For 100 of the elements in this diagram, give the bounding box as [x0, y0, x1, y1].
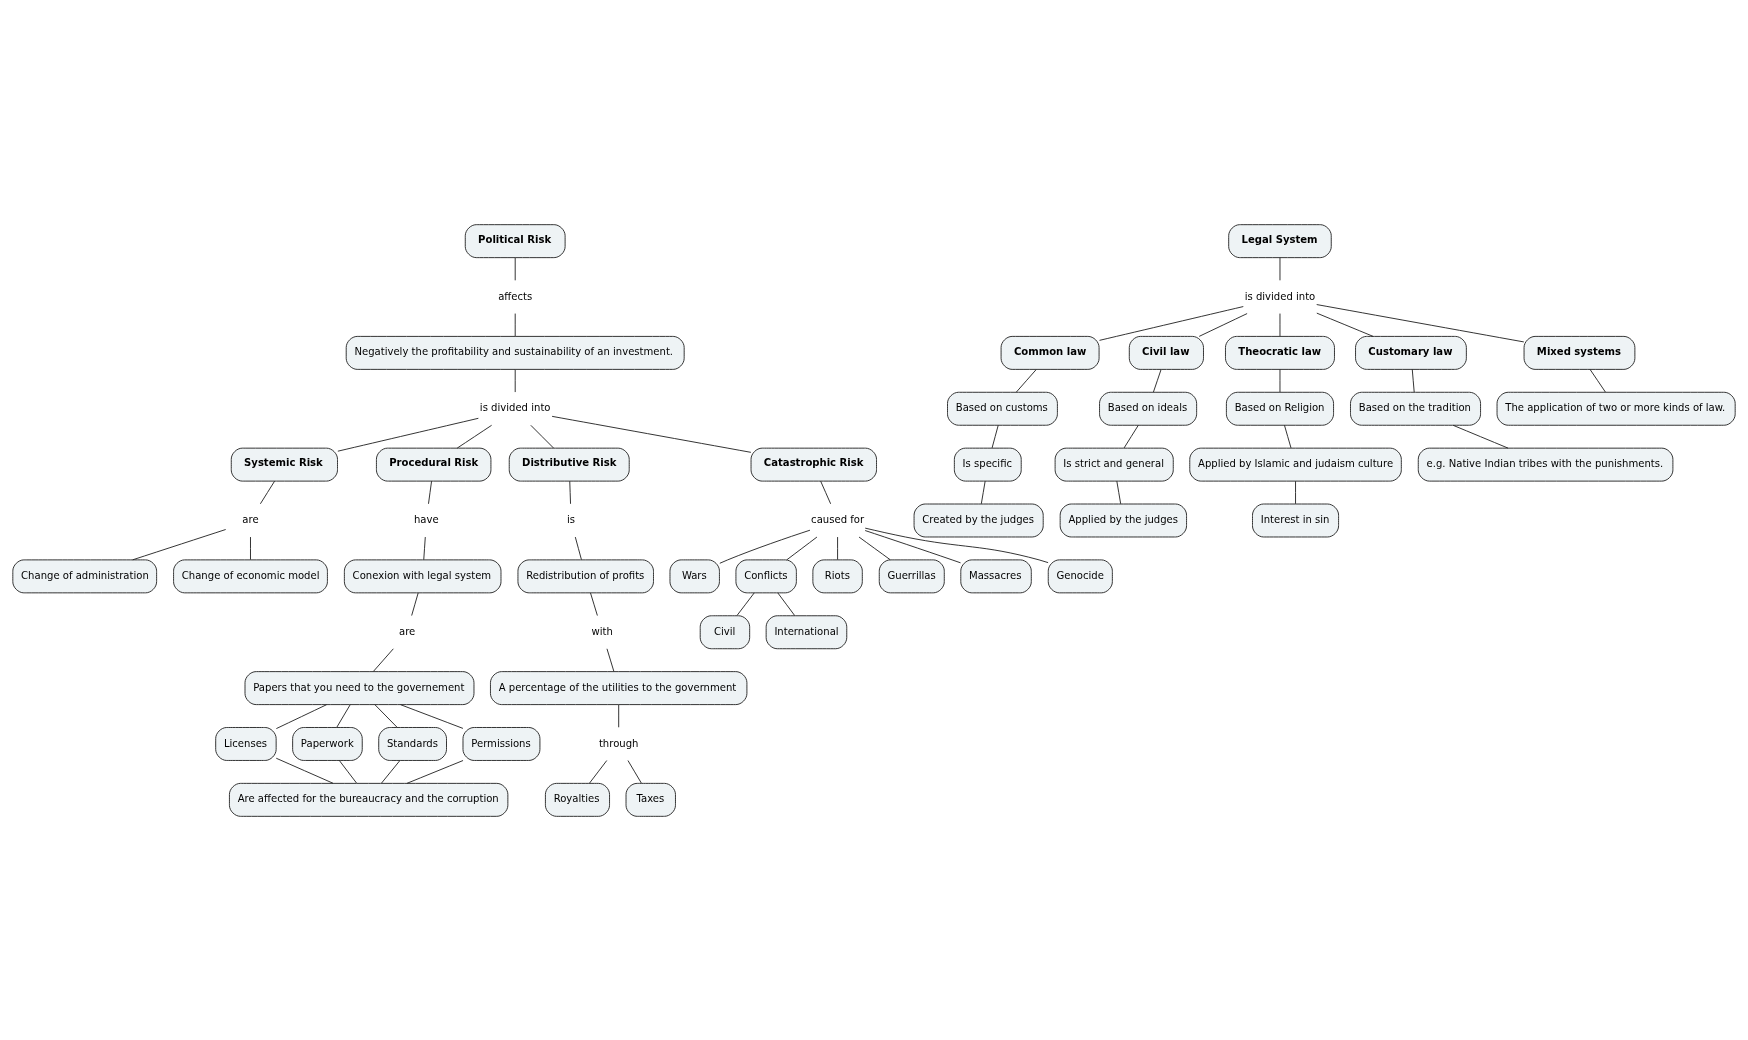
node-box: Conflicts — [735, 558, 797, 593]
node-text: affects — [498, 290, 533, 302]
node-box: Negatively the profitability and sustainability of an investment. — [345, 335, 685, 370]
node-box: Civil law — [1128, 335, 1204, 370]
connector — [1099, 305, 1244, 341]
connector — [423, 536, 426, 560]
connector — [1279, 256, 1281, 281]
connector — [275, 703, 328, 729]
node-box: Genocide — [1047, 558, 1113, 593]
connector — [618, 703, 620, 728]
connector — [569, 480, 571, 504]
connector — [858, 536, 891, 560]
node-box: Licenses — [215, 726, 277, 761]
node-box: Guerrillas — [878, 558, 945, 593]
node-text: are — [398, 625, 416, 637]
connector — [590, 591, 598, 616]
node-box: Massacres — [960, 558, 1032, 593]
node-text: with — [591, 625, 613, 637]
node-box: Catastrophic Risk — [750, 447, 877, 482]
connector — [250, 536, 251, 560]
node-box: Mixed systems — [1523, 335, 1636, 370]
connector — [1279, 368, 1281, 392]
connector — [1015, 368, 1037, 392]
node-box: Based on customs — [947, 391, 1058, 426]
node-box: Is specific — [953, 447, 1022, 482]
node-text: have — [414, 513, 439, 525]
connector — [259, 480, 276, 504]
connector — [275, 757, 334, 784]
connector — [337, 417, 479, 452]
node-box: Based on Religion — [1225, 391, 1334, 426]
connector — [980, 480, 986, 504]
connector — [837, 536, 839, 560]
node-box: Redistribution of profits — [517, 558, 654, 593]
node-box: Customary law — [1355, 335, 1467, 370]
node-text: is divided into — [479, 401, 551, 413]
node-box: Are affected for the bureaucracy and the corruption — [228, 782, 509, 817]
connector — [374, 703, 398, 728]
node-box: Common law — [1000, 335, 1100, 370]
node-text: caused for — [811, 513, 865, 525]
node-text: are — [242, 513, 259, 525]
node-box: Applied by Islamic and judaism culture — [1189, 447, 1402, 482]
node-box: Procedural Risk — [376, 447, 492, 482]
node-box: A percentage of the utilities to the government — [490, 670, 748, 705]
node-box: e.g. Native Indian tribes with the punishments. — [1417, 447, 1674, 482]
node-box: Systemic Risk — [230, 447, 338, 482]
connector — [1279, 312, 1281, 337]
connector — [1295, 480, 1296, 504]
connector — [1589, 368, 1606, 392]
connector — [1316, 303, 1525, 342]
node-box: Standards — [378, 726, 447, 761]
connector — [336, 703, 351, 728]
node-box: Taxes — [625, 782, 676, 817]
connector — [530, 424, 554, 448]
node-box: Legal System — [1228, 223, 1332, 258]
node-text: is divided into — [1244, 290, 1316, 302]
connector — [1123, 424, 1139, 448]
node-box: Conexion with legal system — [343, 558, 502, 593]
node-box: Change of administration — [12, 558, 158, 593]
node-box: Paperwork — [292, 726, 363, 761]
node-box: Based on ideals — [1099, 391, 1198, 426]
connector — [820, 480, 832, 504]
node-box: Applied by the judges — [1059, 503, 1187, 537]
connector — [1284, 424, 1292, 448]
node-box: Distributive Risk — [508, 447, 630, 482]
connector — [338, 759, 358, 784]
node-box: Change of economic model — [173, 558, 328, 593]
connector — [132, 528, 227, 560]
node-box: Papers that you need to the governement — [244, 670, 475, 705]
node-box: International — [765, 614, 848, 649]
node-text: is — [567, 513, 576, 525]
connector — [719, 529, 811, 564]
node-box: Is strict and general — [1054, 447, 1174, 482]
node-box: Created by the judges — [913, 503, 1044, 537]
connector — [574, 536, 582, 560]
connector — [1116, 480, 1122, 504]
connector — [786, 536, 818, 560]
connector — [411, 591, 419, 616]
connector — [589, 759, 608, 784]
node-text: through — [598, 737, 639, 749]
connector — [400, 703, 464, 729]
connector — [1198, 312, 1248, 337]
connector — [514, 368, 516, 392]
node-box: Permissions — [462, 726, 541, 761]
connector — [381, 759, 401, 784]
node-box: Political Risk — [464, 223, 566, 258]
connector — [777, 591, 796, 616]
connector — [1411, 368, 1415, 392]
node-box: The application of two or more kinds of law. — [1496, 391, 1736, 426]
node-box: Theocratic law — [1225, 335, 1335, 370]
connector — [1316, 312, 1374, 337]
connector — [514, 256, 516, 281]
connector — [551, 415, 752, 453]
connector — [627, 759, 642, 784]
connector — [514, 312, 516, 337]
node-box: Riots — [812, 558, 863, 593]
connector — [991, 424, 999, 448]
connector — [406, 759, 464, 784]
connector — [864, 529, 961, 563]
connector — [456, 424, 493, 449]
connector — [606, 647, 615, 672]
